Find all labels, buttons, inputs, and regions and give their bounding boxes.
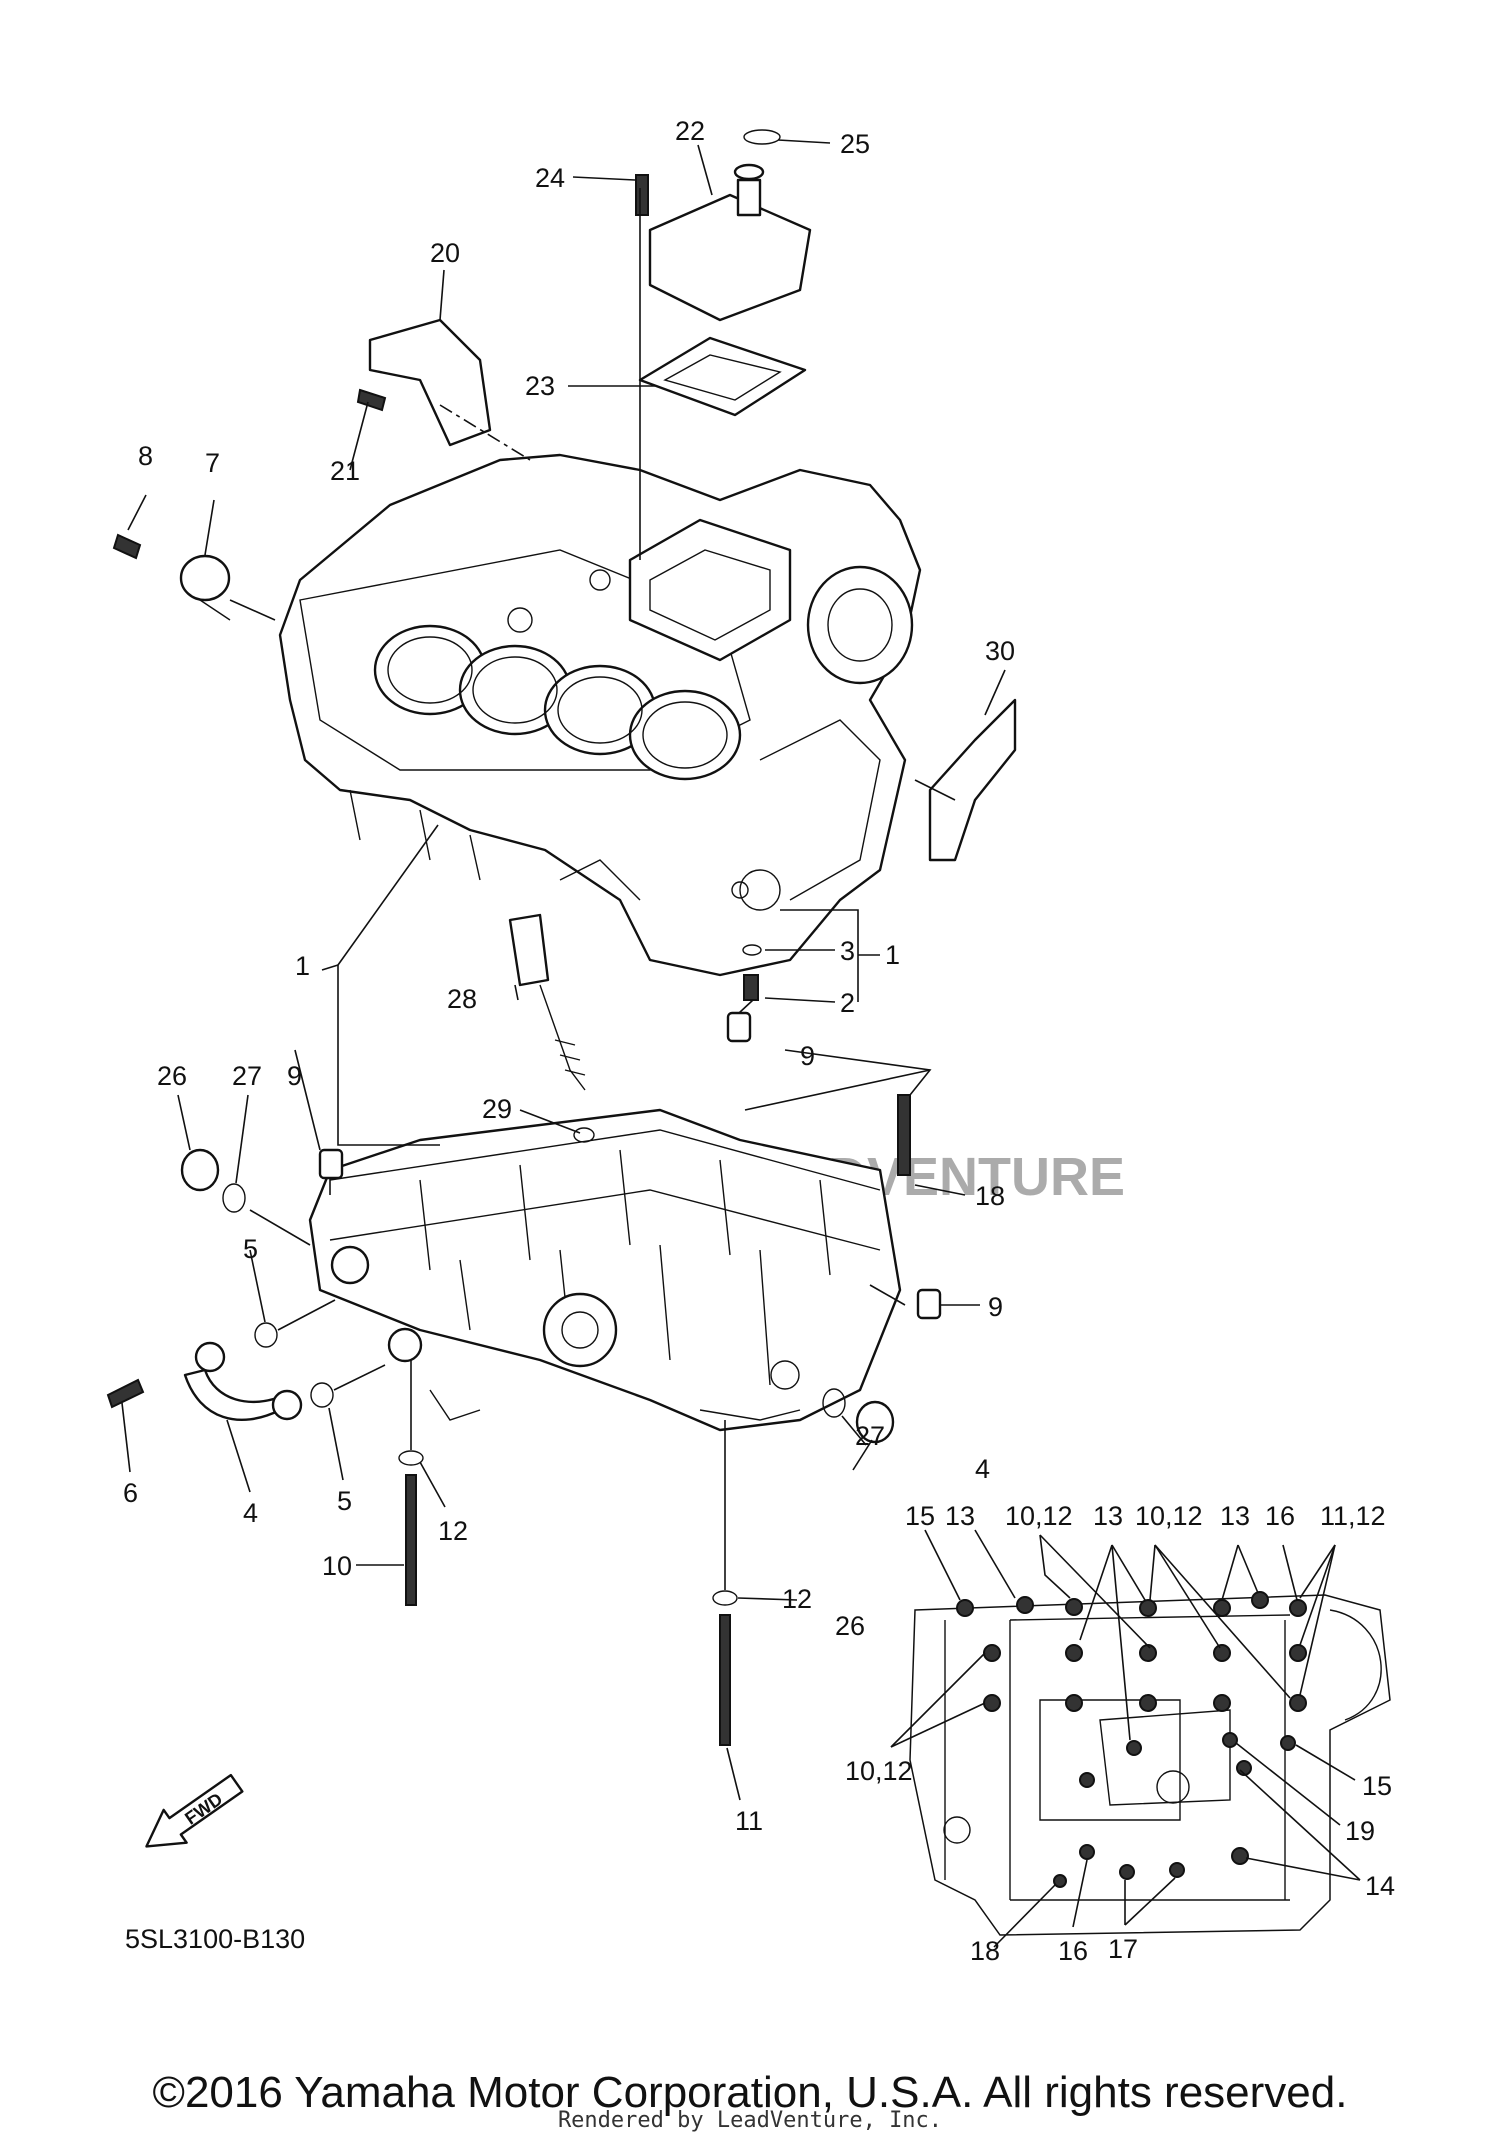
callout-10: 10	[322, 1551, 352, 1581]
callout-7: 7	[205, 448, 220, 478]
callout-21: 21	[330, 456, 360, 486]
inset-callout-19: 19	[1345, 1816, 1375, 1846]
callout-9-right: 9	[988, 1292, 1003, 1322]
callout-12-right: 12	[782, 1584, 812, 1614]
diagram-code: 5SL3100-B130	[125, 1924, 305, 1954]
inset-callout-13-c: 13	[1220, 1501, 1250, 1531]
upper-crankcase	[278, 453, 922, 977]
callout-24: 24	[535, 163, 565, 193]
callout-12-left: 12	[438, 1516, 468, 1546]
inset-bolts	[956, 1591, 1307, 1888]
callout-6: 6	[123, 1478, 138, 1508]
inset-callout-16-top: 16	[1265, 1501, 1295, 1531]
callout-26-right: 26	[835, 1611, 865, 1641]
inset-callout-10-12-b: 10,12	[1135, 1501, 1203, 1531]
callout-5-upper: 5	[243, 1234, 258, 1264]
callout-25: 25	[840, 129, 870, 159]
callout-5-lower: 5	[337, 1486, 352, 1516]
inset-callout-4: 4	[975, 1454, 990, 1484]
callout-3: 3	[840, 936, 855, 966]
callout-28: 28	[447, 984, 477, 1014]
callout-9-top: 9	[800, 1041, 815, 1071]
lower-crankcase	[308, 1108, 902, 1432]
callout-8: 8	[138, 441, 153, 471]
inset-callout-13-a: 13	[945, 1501, 975, 1531]
inset-callout-16-bottom: 16	[1058, 1936, 1088, 1966]
callout-20: 20	[430, 238, 460, 268]
callout-1-left: 1	[295, 951, 310, 981]
callout-27-right: 27	[855, 1421, 885, 1451]
callout-30: 30	[985, 636, 1015, 666]
callout-2: 2	[840, 988, 855, 1018]
inset-callout-15-right: 15	[1362, 1771, 1392, 1801]
callout-labels: 22 25 24 20 23 21 8 7 30 3 1 2 1 28 9 29…	[123, 116, 1395, 1966]
inset-callout-17: 17	[1108, 1934, 1138, 1964]
leader-lines	[121, 139, 1006, 1801]
callout-18: 18	[975, 1181, 1005, 1211]
copyright-notice: ©2016 Yamaha Motor Corporation, U.S.A. A…	[152, 2068, 1348, 2117]
callout-9-left: 9	[287, 1061, 302, 1091]
small-parts	[106, 129, 1017, 1746]
callout-22: 22	[675, 116, 705, 146]
callout-11: 11	[735, 1806, 763, 1836]
callout-23: 23	[525, 371, 555, 401]
callout-4: 4	[243, 1498, 258, 1528]
callout-29: 29	[482, 1094, 512, 1124]
inset-callout-10-12-a: 10,12	[1005, 1501, 1073, 1531]
inset-callout-15-top: 15	[905, 1501, 935, 1531]
callout-1-right: 1	[885, 940, 900, 970]
inset-callout-13-b: 13	[1093, 1501, 1123, 1531]
rendered-by-notice: Rendered by LeadVenture, Inc.	[557, 2108, 943, 2133]
fwd-arrow: FWD	[145, 1773, 244, 1848]
inset-callout-11-12: 11,12	[1320, 1501, 1386, 1531]
inset-bottom-view	[890, 1529, 1391, 1948]
inset-callout-18: 18	[970, 1936, 1000, 1966]
inset-callout-10-12-c: 10,12	[845, 1756, 913, 1786]
callout-27-left: 27	[232, 1061, 262, 1091]
callout-26-left: 26	[157, 1061, 187, 1091]
inset-callout-14: 14	[1365, 1871, 1395, 1901]
